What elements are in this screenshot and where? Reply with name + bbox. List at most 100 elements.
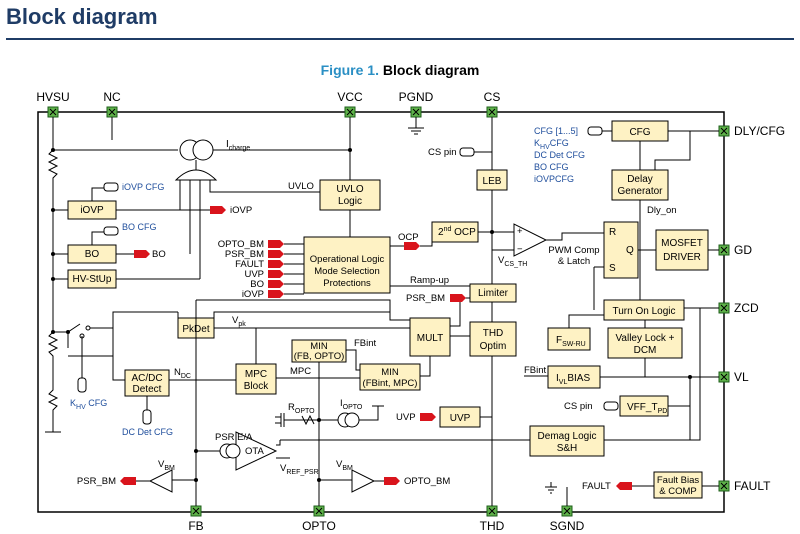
svg-text:UVP: UVP [244,269,264,280]
svg-text:S: S [609,263,616,274]
pin-sgnd: SGND [550,505,585,533]
pin-fb-label: FB [188,519,203,533]
hvsu-rail [47,117,59,332]
svg-text:DCM: DCM [634,345,657,356]
svg-text:VBM: VBM [158,459,175,472]
svg-text:Operational Logic: Operational Logic [310,254,385,265]
operational-logic-block [303,236,391,294]
svg-text:MULT: MULT [417,333,443,344]
svg-text:FBint: FBint [354,338,377,349]
page-heading: Block diagram [6,4,158,29]
pin-thd-label: THD [480,519,505,533]
figure-caption: Figure 1. Block diagram [0,62,800,78]
svg-text:iOVP: iOVP [230,205,252,216]
khv-cfg-label: KHV CFG [70,398,107,411]
svg-text:VREF_PSR: VREF_PSR [280,463,319,476]
svg-text:Vpk: Vpk [232,315,246,328]
bo-arrow [134,250,150,258]
dcdet-cfg-connector [142,409,152,425]
leb-block [476,169,508,191]
svg-text:OPTO_BM: OPTO_BM [404,476,450,487]
svg-text:Turn On Logic: Turn On Logic [613,306,676,317]
pin-fault-label: FAULT [734,479,771,493]
valley-lock-block [607,327,683,359]
svg-text:Icharge: Icharge [226,139,250,152]
svg-text:IVLBIAS: IVLBIAS [556,373,590,386]
pin-vl-label: VL [734,370,749,384]
pin-hvsu-label: HVSU [36,90,69,104]
svg-text:Optim: Optim [480,341,507,352]
cfg-list: CFG [1...5] KHVCFG DC Det CFG BO CFG iOV… [534,126,585,184]
uvlo-signal-label: UVLO [288,181,314,192]
svg-text:FBint: FBint [524,365,547,376]
svg-text:CS pin: CS pin [428,147,457,158]
svg-text:CS pin: CS pin [564,401,593,412]
delay-generator-block [611,169,669,201]
heading-rule [6,38,794,40]
pin-cs: CS [484,90,501,118]
svg-text:& COMP: & COMP [659,486,696,497]
svg-text:Dly_on: Dly_on [647,205,677,216]
svg-text:iOVP: iOVP [242,289,264,300]
svg-text:ROPTO: ROPTO [288,402,315,415]
pin-dly-cfg-label: DLY/CFG [734,124,785,138]
pin-dly-cfg: DLY/CFG [718,124,785,138]
svg-text:iOVPCFG: iOVPCFG [534,174,574,184]
svg-text:Protections: Protections [323,278,371,289]
svg-text:R: R [609,227,616,238]
svg-text:Detect: Detect [133,384,162,395]
icharge-current-source: Icharge [179,139,250,161]
svg-text:VCS_TH: VCS_TH [498,255,527,268]
svg-text:PSR_BM: PSR_BM [225,249,264,260]
iovp-cfg-connector [103,182,119,192]
pin-gd: GD [718,243,752,257]
pin-nc: NC [103,90,121,118]
svg-text:PSR_BM: PSR_BM [406,293,445,304]
thd-optim-block [469,321,517,357]
svg-text:Demag Logic: Demag Logic [538,431,597,442]
svg-text:OCP: OCP [398,232,419,243]
bo-cfg-label: BO CFG [122,222,157,232]
pin-vcc-label: VCC [337,90,363,104]
pin-fault: FAULT [718,479,771,493]
pin-gd-label: GD [734,243,752,257]
svg-text:Ramp-up: Ramp-up [410,275,449,286]
vff-cs-pin-connector [603,401,619,411]
min-fbint-mpc-block [359,363,421,391]
pin-zcd: ZCD [718,301,759,315]
pin-pgnd-label: PGND [399,90,434,104]
svg-text:DC Det CFG: DC Det CFG [534,150,585,160]
svg-text:VFF_TPD: VFF_TPD [627,402,667,415]
psr-bm-out-arrow [120,477,136,485]
svg-text:MPC: MPC [245,369,267,380]
svg-text:UVP: UVP [396,412,416,423]
svg-text:(FBint, MPC): (FBint, MPC) [363,378,418,389]
mosfet-driver-block [655,229,709,271]
svg-text:Limiter: Limiter [478,288,509,299]
svg-text:FAULT: FAULT [235,259,264,270]
svg-text:IOPTO: IOPTO [340,398,363,411]
pin-hvsu: HVSU [36,90,70,118]
ropto-resistor [301,414,315,426]
pin-sgnd-label: SGND [550,519,585,533]
svg-text:UVP: UVP [450,413,471,424]
pin-fb: FB [188,505,204,533]
svg-text:PSR E/A: PSR E/A [215,432,253,443]
svg-text:Mode Selection: Mode Selection [314,266,379,277]
op-logic-inputs: OPTO_BM PSR_BM FAULT UVP BO iOVP [218,239,304,300]
svg-text:FSW-RU: FSW-RU [556,335,586,348]
svg-text:VBM: VBM [336,459,353,472]
svg-text:MPC: MPC [290,366,311,377]
svg-text:+: + [517,226,523,237]
svg-text:Q: Q [626,245,634,256]
svg-text:Logic: Logic [338,196,362,207]
svg-text:THD: THD [483,328,504,339]
cfg-connector [587,126,603,136]
svg-text:Delay: Delay [627,174,653,185]
pin-cs-label: CS [484,90,501,104]
svg-text:PWM Comp: PWM Comp [548,245,599,256]
svg-text:Valley Lock +: Valley Lock + [615,333,674,344]
pin-vl: VL [718,370,749,384]
acdc-detect-block [124,369,170,397]
svg-text:MOSFET: MOSFET [661,238,703,249]
